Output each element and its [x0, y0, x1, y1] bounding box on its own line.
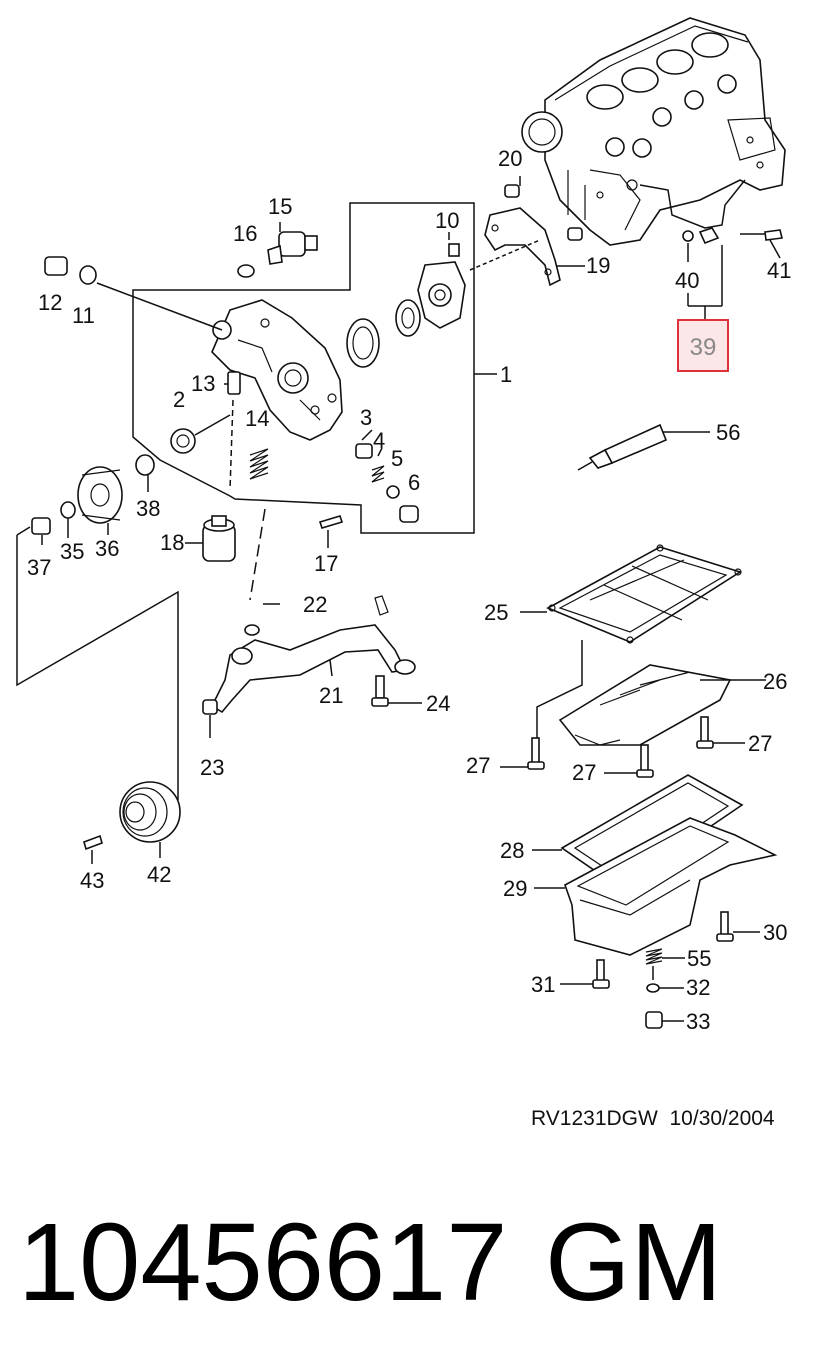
oil-pickup-tube-21 [202, 595, 416, 738]
part-label-27-middle[interactable]: 27 [572, 760, 596, 785]
highlight-box [677, 319, 729, 372]
part-label-22[interactable]: 22 [303, 592, 327, 617]
oil-pressure-switch-part [237, 222, 318, 278]
baffle-bolts-27 [500, 716, 745, 778]
drain-parts [560, 948, 685, 1029]
oil-pump-housing [211, 299, 343, 441]
part-label-4[interactable]: 4 [373, 428, 385, 453]
part-label-42[interactable]: 42 [147, 862, 171, 887]
part-label-23[interactable]: 23 [200, 755, 224, 780]
part-label-21[interactable]: 21 [319, 683, 343, 708]
part-number: 10456617 [18, 1201, 507, 1324]
part-label-12[interactable]: 12 [38, 290, 62, 315]
part-label-25[interactable]: 25 [484, 600, 508, 625]
bolt-24 [371, 675, 422, 707]
part-label-33[interactable]: 33 [686, 1009, 710, 1034]
part-label-6[interactable]: 6 [408, 470, 420, 495]
sealant-tube-56 [577, 423, 710, 471]
part-label-30[interactable]: 30 [763, 920, 787, 945]
oil-pipe-assembly [639, 179, 783, 320]
part-label-16[interactable]: 16 [233, 221, 257, 246]
rear-plate-part [484, 207, 585, 287]
part-label-40[interactable]: 40 [675, 268, 699, 293]
crank-sprocket-group [31, 454, 155, 545]
part-label-14[interactable]: 14 [245, 406, 269, 431]
oil-pump-group-frame [132, 202, 541, 534]
part-label-15[interactable]: 15 [268, 194, 292, 219]
diagram-reference-code: RV1231DGW 10/30/2004 [531, 1107, 775, 1130]
oil-pan-29 [534, 817, 778, 956]
part-label-10[interactable]: 10 [435, 208, 459, 233]
brand-name: GM [545, 1201, 722, 1324]
baffle-gasket-25 [520, 544, 742, 740]
part-label-36[interactable]: 36 [95, 536, 119, 561]
oil-seal-2 [170, 414, 231, 454]
bolt-30 [716, 911, 760, 942]
part-label-2[interactable]: 2 [173, 387, 185, 412]
part-label-28[interactable]: 28 [500, 838, 524, 863]
pump-rotor-part [346, 299, 421, 368]
pulley-link-frame [16, 526, 179, 800]
part-label-27-right[interactable]: 27 [748, 731, 772, 756]
part-label-29[interactable]: 29 [503, 876, 527, 901]
engine-block-illustration [521, 17, 786, 246]
part-label-56[interactable]: 56 [716, 420, 740, 445]
highlighted-part-label: 39 [690, 334, 717, 361]
relief-spring-14 [249, 448, 269, 480]
part-label-38[interactable]: 38 [136, 496, 160, 521]
oil-filter-18 [185, 515, 236, 562]
drain-plug-12 [44, 256, 223, 331]
relief-plug-13 [224, 371, 241, 395]
part-label-1[interactable]: 1 [500, 362, 512, 387]
part-label-20[interactable]: 20 [498, 146, 522, 171]
part-label-43[interactable]: 43 [80, 868, 104, 893]
dowel-pin-part [504, 176, 583, 241]
part-label-19[interactable]: 19 [586, 253, 610, 278]
part-label-35[interactable]: 35 [60, 539, 84, 564]
highlighted-part-callout[interactable]: 39 [677, 319, 729, 372]
part-label-41[interactable]: 41 [767, 258, 791, 283]
part-label-18[interactable]: 18 [160, 530, 184, 555]
part-label-27-left[interactable]: 27 [466, 753, 490, 778]
part-label-24[interactable]: 24 [426, 691, 450, 716]
oil-baffle-26 [558, 664, 766, 746]
part-label-31[interactable]: 31 [531, 972, 555, 997]
part-label-26[interactable]: 26 [763, 669, 787, 694]
dashed-link-lines [229, 399, 266, 601]
part-label-11[interactable]: 11 [72, 303, 95, 328]
part-label-55[interactable]: 55 [687, 946, 711, 971]
relief-valve-parts [355, 429, 419, 523]
part-label-3[interactable]: 3 [360, 405, 372, 430]
part-label-37[interactable]: 37 [27, 555, 51, 580]
crank-pulley-42 [83, 781, 181, 864]
part-label-32[interactable]: 32 [686, 975, 710, 1000]
part-label-13[interactable]: 13 [191, 371, 215, 396]
part-label-5[interactable]: 5 [391, 446, 403, 471]
part-number-labels: 1 2 3 4 5 6 10 11 12 13 14 15 16 17 18 1… [27, 146, 791, 1034]
part-label-17[interactable]: 17 [314, 551, 338, 576]
bolt-17 [318, 515, 344, 548]
pump-cover-part [417, 232, 466, 329]
